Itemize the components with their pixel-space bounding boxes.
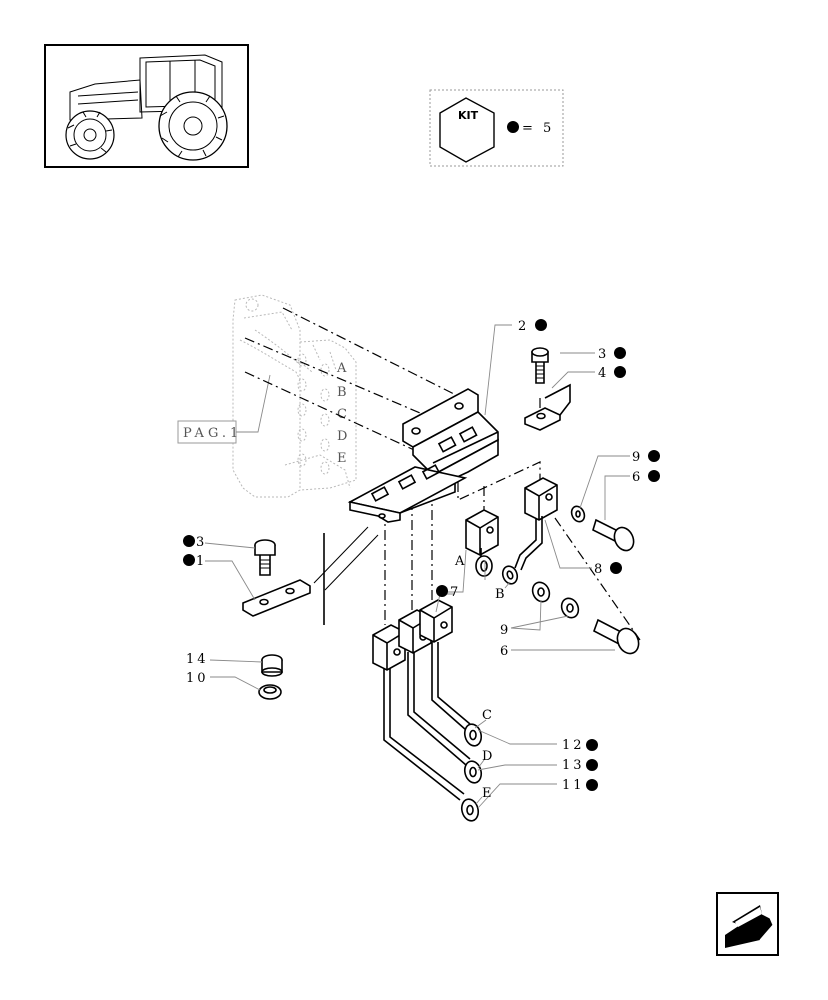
page-reference-box[interactable]: PAG.1	[177, 374, 271, 444]
svg-text:1: 1	[196, 554, 207, 569]
tractor-thumbnail-icon	[65, 54, 228, 161]
callout-3-upper: 3	[598, 347, 626, 362]
svg-text:3: 3	[598, 347, 609, 362]
bolt-6-upper	[592, 518, 635, 552]
kit-dot-icon	[648, 450, 660, 462]
clamp-b	[501, 477, 558, 585]
washer-9-upper	[570, 505, 586, 523]
kit-quantity: = 5	[522, 121, 554, 136]
svg-text:9: 9	[500, 623, 511, 638]
kit-label: KIT	[458, 109, 479, 122]
kit-dot-icon	[586, 759, 598, 771]
callout-9-lower: 9	[500, 623, 511, 638]
callout-12: 12	[562, 738, 598, 753]
page-reference-label[interactable]: PAG.1	[183, 426, 242, 441]
callout-9-upper: 9	[632, 450, 660, 465]
port-letter-e: E	[482, 786, 495, 801]
kit-dot-icon	[648, 470, 660, 482]
svg-text:6: 6	[500, 644, 511, 659]
ghost-port-labels: A B C D E	[336, 361, 351, 466]
pipe-c	[431, 642, 483, 747]
kit-marker-icon	[507, 121, 519, 133]
callout-8: 8	[594, 562, 622, 577]
washer-9-lower-a	[531, 581, 551, 603]
ghost-port-c: C	[337, 407, 351, 422]
kit-dot-icon	[586, 739, 598, 751]
callout-10: 10	[186, 671, 209, 686]
alignment-lines	[244, 307, 641, 641]
pipe-e	[383, 668, 480, 822]
callout-11: 11	[562, 778, 598, 793]
svg-text:8: 8	[594, 562, 605, 577]
kit-legend: KIT = 5	[429, 89, 564, 167]
callout-13: 13	[562, 758, 598, 773]
kit-dot-icon	[183, 535, 195, 547]
svg-text:2: 2	[518, 319, 529, 334]
ghost-port-e: E	[337, 451, 351, 466]
port-letters: A B C D E	[454, 554, 508, 801]
svg-text:9: 9	[632, 450, 643, 465]
callout-6-upper: 6	[632, 470, 660, 485]
ghost-port-a: A	[336, 361, 350, 376]
port-letter-d: D	[482, 749, 495, 764]
main-bracket	[347, 388, 499, 523]
previous-page-arrow-icon	[725, 905, 774, 948]
leader-lines	[204, 324, 630, 809]
ghost-valve-block	[232, 294, 357, 498]
port-letter-b: B	[495, 587, 508, 602]
ghost-port-d: D	[337, 429, 351, 444]
screw-3-left	[254, 539, 276, 576]
callout-1: 1	[183, 554, 207, 569]
washer-10	[258, 684, 282, 700]
callout-7: 7	[436, 585, 461, 600]
port-letter-a: A	[454, 554, 467, 569]
plug-14	[261, 654, 283, 677]
svg-text:14: 14	[186, 652, 209, 667]
callout-4: 4	[598, 366, 626, 381]
tractor-thumbnail	[44, 44, 249, 168]
ghost-port-b: B	[337, 385, 351, 400]
svg-text:11: 11	[562, 778, 585, 793]
callout-14: 14	[186, 652, 209, 667]
svg-text:12: 12	[562, 738, 585, 753]
svg-text:10: 10	[186, 671, 209, 686]
clamp-c	[419, 599, 453, 643]
previous-page-button[interactable]	[716, 892, 779, 956]
callout-2: 2	[518, 319, 547, 334]
screw-3-upper	[531, 347, 549, 384]
kit-dot-icon	[614, 347, 626, 359]
pipe-d	[407, 652, 483, 784]
kit-dot-icon	[535, 319, 547, 331]
clamp-a	[465, 509, 499, 577]
callout-3-left: 3	[183, 535, 207, 550]
callout-6-lower: 6	[500, 644, 511, 659]
bracket-section-marker	[313, 526, 379, 625]
kit-dot-icon	[614, 366, 626, 378]
bolt-6-lower	[593, 618, 640, 655]
svg-text:7: 7	[450, 585, 461, 600]
svg-text:13: 13	[562, 758, 585, 773]
svg-text:4: 4	[598, 366, 609, 381]
kit-dot-icon	[586, 779, 598, 791]
lock-plate-1-left	[242, 579, 311, 617]
kit-cube-icon: KIT	[439, 97, 495, 163]
washer-9-lower-b	[560, 597, 580, 619]
port-letter-c: C	[482, 708, 495, 723]
lock-plate-4-upper	[524, 383, 571, 431]
kit-dot-icon	[436, 585, 448, 597]
svg-text:6: 6	[632, 470, 643, 485]
kit-dot-icon	[183, 554, 195, 566]
svg-text:3: 3	[196, 535, 207, 550]
kit-dot-icon	[610, 562, 622, 574]
